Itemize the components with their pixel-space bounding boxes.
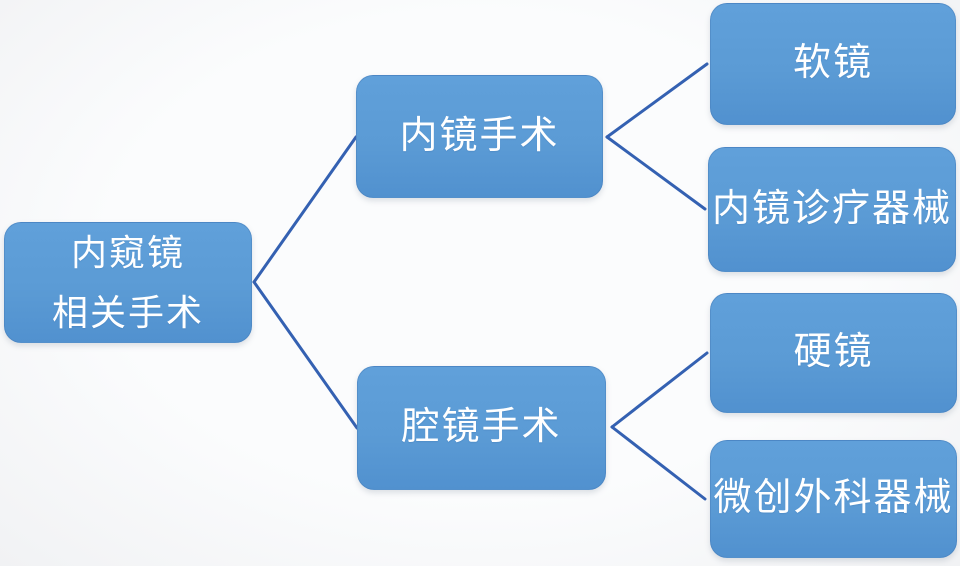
node-label: 微创外科器械 bbox=[713, 477, 954, 520]
node-label-line1: 内窥镜 bbox=[70, 232, 185, 274]
node-label: 内镜手术 bbox=[399, 114, 560, 157]
edge-root-to-mid-bottom bbox=[252, 280, 359, 430]
node-label: 软镜 bbox=[792, 42, 873, 85]
node-rigid-endoscope: 硬镜 bbox=[710, 293, 957, 413]
node-laparoscopic-surgery: 腔镜手术 bbox=[357, 366, 606, 490]
node-label: 硬镜 bbox=[793, 331, 874, 374]
node-label: 内镜诊疗器械 bbox=[711, 187, 952, 230]
edge-mid-bottom-to-leaf-rigid bbox=[610, 351, 709, 429]
node-endoscope-related-surgery: 内窥镜 相关手术 bbox=[4, 222, 252, 343]
node-label: 腔镜手术 bbox=[401, 406, 562, 449]
edge-mid-bottom-to-leaf-mis-instruments bbox=[610, 425, 707, 501]
edge-mid-top-to-leaf-endo-instruments bbox=[605, 135, 707, 211]
node-endoscopic-diagnosis-treatment-instruments: 内镜诊疗器械 bbox=[708, 147, 956, 272]
node-label-line2: 相关手术 bbox=[51, 291, 204, 333]
node-endoscopic-surgery: 内镜手术 bbox=[356, 75, 603, 198]
edge-root-to-mid-top bbox=[252, 135, 358, 284]
edge-mid-top-to-leaf-soft bbox=[605, 62, 709, 139]
node-flexible-endoscope: 软镜 bbox=[710, 3, 956, 125]
node-minimally-invasive-surgical-instruments: 微创外科器械 bbox=[710, 440, 957, 558]
